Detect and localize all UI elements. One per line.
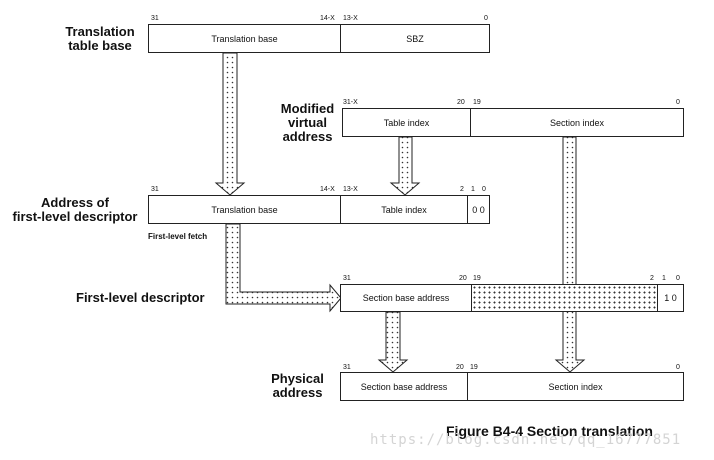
arrow-ttb-to-address <box>214 52 246 196</box>
mva-bit-0: 0 <box>676 99 680 106</box>
translation-table-base-label: Translation table base <box>60 25 140 53</box>
label-line: Address of <box>41 195 109 210</box>
addr-translation-base-field: Translation base <box>148 195 341 224</box>
phys-bit-0: 0 <box>676 364 680 371</box>
desc-bit-20: 20 <box>459 275 467 282</box>
arrow-first-level-fetch <box>225 223 342 313</box>
phys-bit-19: 19 <box>470 364 478 371</box>
desc-section-base-field: Section base address <box>340 284 472 312</box>
label-line: first-level descriptor <box>12 209 138 224</box>
ttb-bit-13x: 13-X <box>343 15 358 22</box>
mva-table-index-field: Table index <box>342 108 471 137</box>
addr-bit-2: 2 <box>460 186 464 193</box>
label-line: Physical <box>271 371 324 386</box>
addr-bit-31: 31 <box>151 186 159 193</box>
desc-bit-19: 19 <box>473 275 481 282</box>
desc-bit-31: 31 <box>343 275 351 282</box>
phys-bit-31: 31 <box>343 364 351 371</box>
physical-address-label: Physical address <box>265 372 330 400</box>
addr-bit-0: 0 <box>482 186 486 193</box>
first-level-fetch-label: First-level fetch <box>148 232 208 241</box>
phys-section-base-field: Section base address <box>340 372 468 401</box>
first-level-descriptor-label: First-level descriptor <box>76 290 205 305</box>
mva-bit-20: 20 <box>457 99 465 106</box>
label-line: virtual <box>287 115 327 130</box>
ttb-bit-14x: 14-X <box>320 15 335 22</box>
label-line: Translation <box>65 24 135 39</box>
phys-section-index-field: Section index <box>467 372 684 401</box>
addr-bit-13x: 13-X <box>343 186 358 193</box>
ttb-translation-base-field: Translation base <box>148 24 341 53</box>
addr-table-index-field: Table index <box>340 195 468 224</box>
label-line: address <box>282 129 333 144</box>
arrow-section-index-down <box>554 136 586 373</box>
arrow-table-index-down <box>389 136 421 196</box>
figure-caption: Figure B4-4 Section translation <box>446 423 653 439</box>
watermark: https://blog.csdn.net/qq_16777851 <box>370 432 682 448</box>
phys-bit-20: 20 <box>456 364 464 371</box>
label-line: table base <box>68 38 132 53</box>
modified-virtual-address-label: Modified virtual address <box>275 102 340 144</box>
addr-bit-14x: 14-X <box>320 186 335 193</box>
mva-bit-19: 19 <box>473 99 481 106</box>
desc-dotted-field <box>471 284 658 312</box>
label-line: Modified <box>280 101 335 116</box>
arrow-section-base-down <box>377 311 409 373</box>
label-line: address <box>272 385 323 400</box>
desc-bit-2: 2 <box>650 275 654 282</box>
addr-bit-1: 1 <box>471 186 475 193</box>
ttb-sbz-field: SBZ <box>340 24 490 53</box>
mva-bit-31x: 31-X <box>343 99 358 106</box>
desc-bit-1: 1 <box>662 275 666 282</box>
ttb-bit-0: 0 <box>484 15 488 22</box>
mva-section-index-field: Section index <box>470 108 684 137</box>
ttb-bit-31: 31 <box>151 15 159 22</box>
address-first-level-label: Address of first-level descriptor <box>5 196 145 224</box>
addr-low-bits-field: 0 0 <box>467 195 490 224</box>
desc-bit-0: 0 <box>676 275 680 282</box>
desc-low-bits-field: 1 0 <box>657 284 684 312</box>
